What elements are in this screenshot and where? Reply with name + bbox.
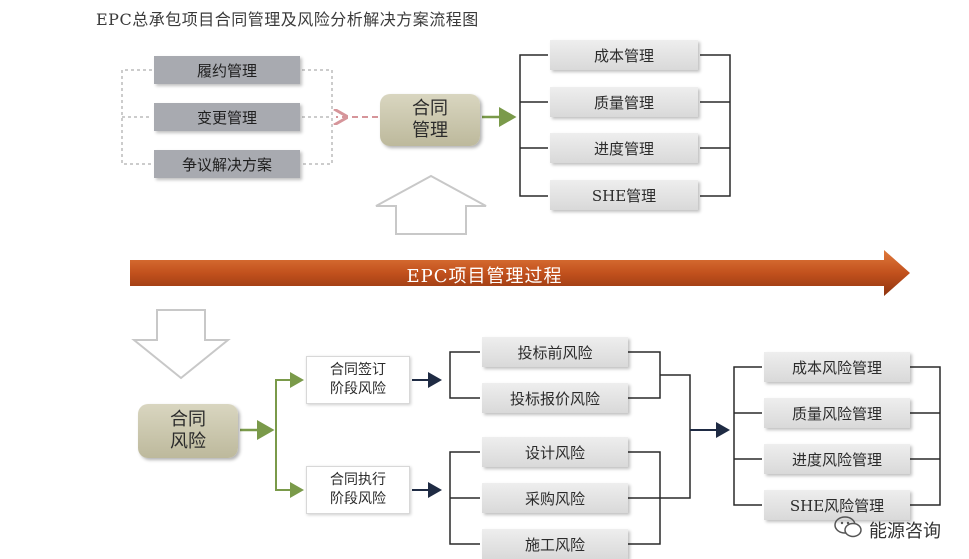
risk-item-procurement: 采购风险: [482, 483, 628, 513]
up-hollow-arrow: [375, 174, 487, 235]
down-hollow-arrow: [131, 309, 231, 380]
watermark: 能源咨询: [833, 515, 941, 544]
risk-mgmt-cost: 成本风险管理: [764, 352, 910, 382]
wechat-icon: [833, 515, 863, 544]
risk-item-prebid: 投标前风险: [482, 337, 628, 367]
left-item-change: 变更管理: [154, 103, 300, 131]
risk-mgmt-she: SHE风险管理: [764, 490, 910, 520]
right-bracket: [519, 54, 731, 197]
risk-mgmt-bracket: [733, 366, 941, 506]
right-item-quality: 质量管理: [550, 87, 698, 117]
contract-management-node: 合同 管理: [380, 94, 480, 146]
left-dashed-bracket: [121, 69, 333, 165]
left-item-performance: 履约管理: [154, 56, 300, 84]
stage-split-bracket: [275, 379, 300, 491]
risk-item-bid-price: 投标报价风险: [482, 383, 628, 413]
left-item-dispute: 争议解决方案: [154, 150, 300, 178]
risk-mgmt-quality: 质量风险管理: [764, 398, 910, 428]
right-item-she: SHE管理: [550, 180, 698, 210]
risk-mgmt-schedule: 进度风险管理: [764, 444, 910, 474]
right-item-cost: 成本管理: [550, 40, 698, 70]
risk-item-design: 设计风险: [482, 437, 628, 467]
stage-signing-risk: 合同签订 阶段风险: [306, 356, 410, 404]
risk-item-construction: 施工风险: [482, 529, 628, 559]
process-banner-label: EPC项目管理过程: [406, 266, 563, 287]
watermark-text: 能源咨询: [869, 520, 941, 542]
stage-execution-risk: 合同执行 阶段风险: [306, 466, 410, 514]
process-banner-arrow: [130, 250, 910, 296]
contract-risk-node: 合同 风险: [138, 404, 238, 458]
right-item-schedule: 进度管理: [550, 133, 698, 163]
page-title: EPC总承包项目合同管理及风险分析解决方案流程图: [96, 10, 479, 29]
